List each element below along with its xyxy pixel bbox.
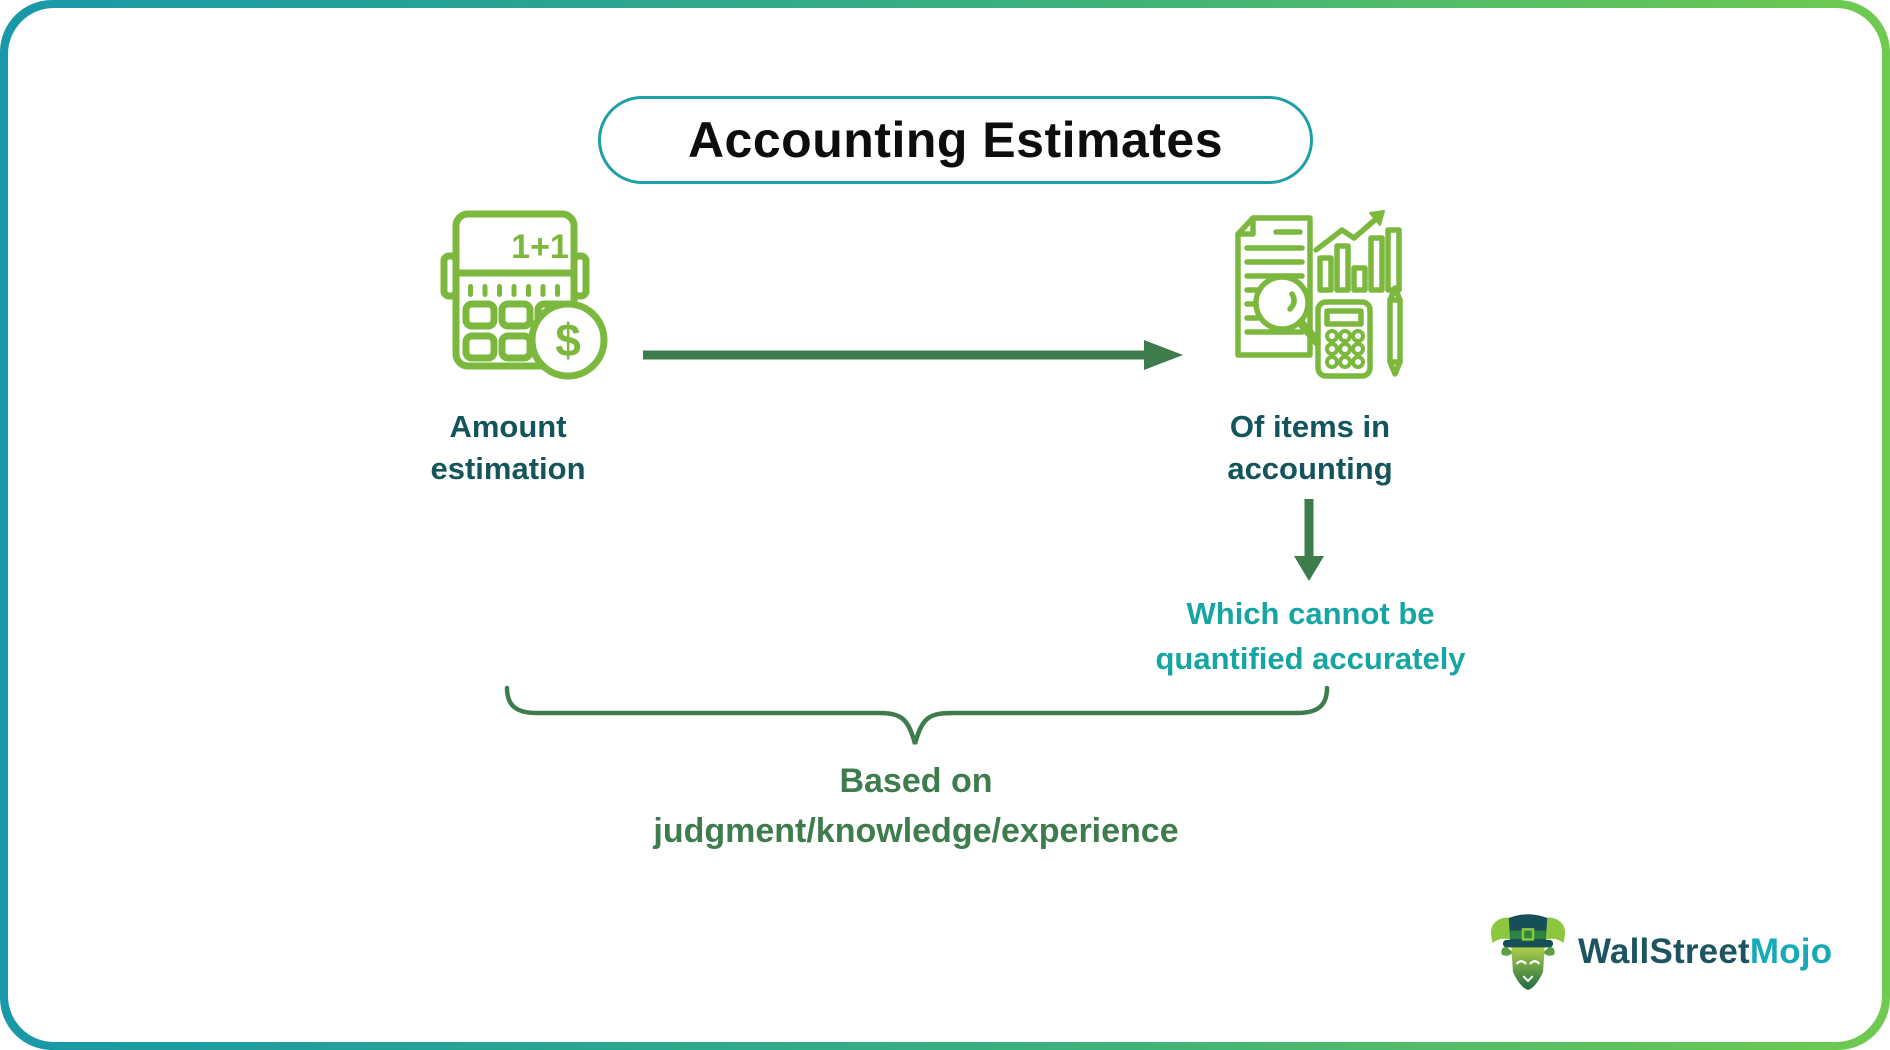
left-node-label: Amount estimation xyxy=(430,409,586,486)
audit-report-icon xyxy=(1235,210,1403,379)
calculator-display-text: 1+1 xyxy=(511,228,569,266)
brand-logo: WallStreetMojo xyxy=(1486,908,1832,996)
right-arrow xyxy=(643,340,1183,370)
bull-mascot-icon xyxy=(1490,914,1566,991)
title-pill: Accounting Estimates xyxy=(598,96,1313,184)
diagram-canvas: Accounting Estimates xyxy=(8,8,1882,1042)
brand-wordmark-secondary: Mojo xyxy=(1749,932,1833,971)
right-node-label: Of items in accounting xyxy=(1227,409,1393,486)
base-note: Based on judgment/knowledge/experience xyxy=(653,762,1179,850)
brand-wordmark-primary: WallStreet xyxy=(1578,932,1750,971)
curly-brace xyxy=(504,685,1330,745)
page-title: Accounting Estimates xyxy=(687,112,1224,168)
calculator-dollar-icon: 1+1 $ xyxy=(440,210,608,380)
brand-wordmark: WallStreetMojo xyxy=(1578,932,1832,972)
dollar-sign-glyph: $ xyxy=(555,314,581,366)
detail-note: Which cannot be quantified accurately xyxy=(1155,596,1466,676)
down-arrow xyxy=(1294,499,1324,581)
